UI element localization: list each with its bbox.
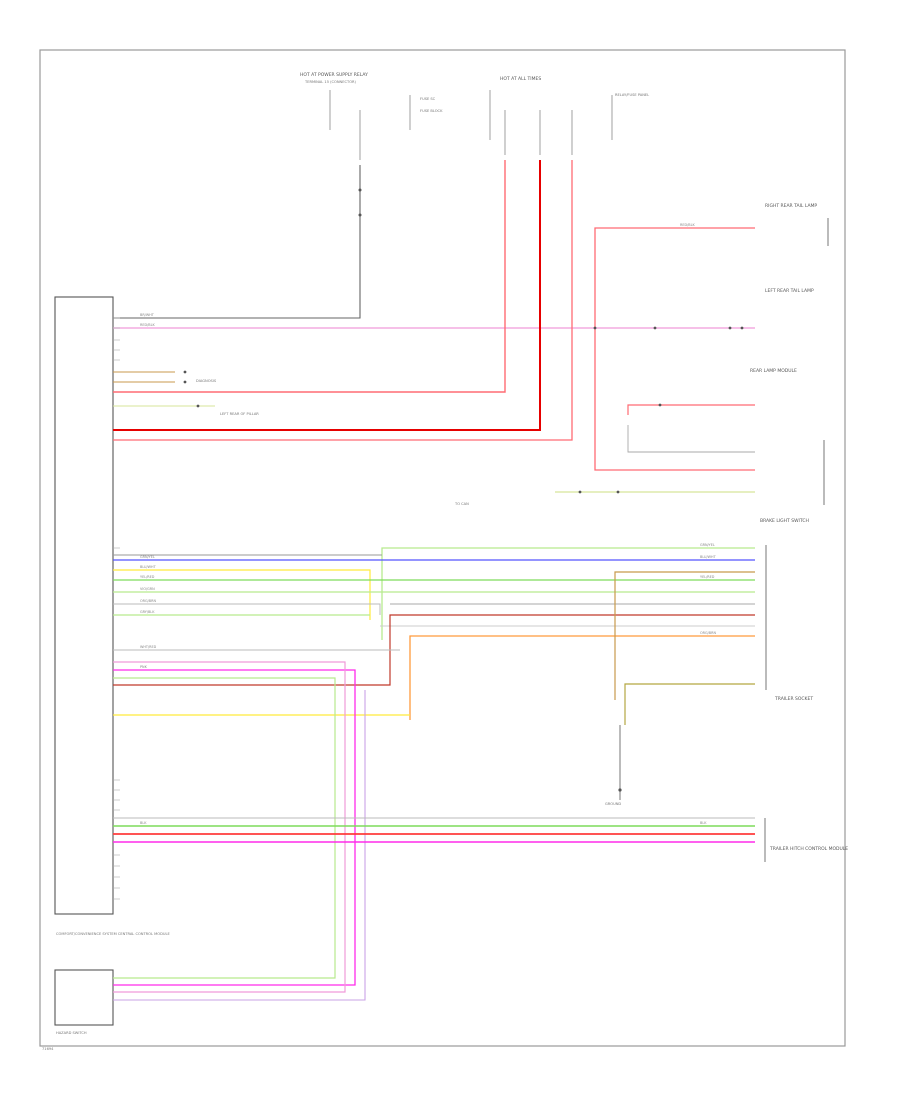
- wire-label-pk: PNK: [140, 665, 148, 669]
- wire-label-rd: RED/BLK: [140, 323, 155, 327]
- label-to-can: TO CAN: [454, 502, 469, 506]
- label-trailer-socket: TRAILER SOCKET: [774, 696, 813, 702]
- top-fuse-lines: [329, 90, 613, 160]
- label-rear-lamp-mod: REAR LAMP MODULE: [750, 368, 797, 374]
- module-pin-ticks: [113, 317, 120, 900]
- wire-lightgreen-top: [381, 547, 755, 640]
- label-trailer-control: TRAILER HITCH CONTROL MODULE: [769, 846, 848, 852]
- wire-orange: [409, 635, 755, 720]
- wire-brown-trailer: [614, 571, 755, 700]
- wire-label-gn: GRN/YEL: [140, 555, 155, 559]
- control-module-box: [54, 296, 114, 915]
- wire-yellow-bundle: [113, 569, 371, 620]
- wire-label-bu-r: BLU/WHT: [700, 555, 717, 559]
- label-hot-supply: HOT AT POWER SUPPLY RELAY: [300, 72, 368, 78]
- wire-label-bu: BLU/WHT: [140, 565, 157, 569]
- hazard-switch-box: [54, 969, 114, 1026]
- label-ground: GROUND: [605, 802, 621, 806]
- wire-magenta: [113, 669, 356, 986]
- label-hazard-switch: HAZARD SWITCH: [56, 1031, 87, 1035]
- wire-label-gy: GRY/BLK: [140, 610, 155, 614]
- label-brake-light-sw: BRAKE LIGHT SWITCH: [760, 518, 809, 524]
- diagram-frame: [39, 49, 846, 1047]
- wire-label-br: BR/WHT: [140, 313, 155, 317]
- label-hot-all-times: HOT AT ALL TIMES: [500, 76, 541, 82]
- wire-pink-2: [113, 661, 346, 993]
- wire-purple-lower: [113, 690, 366, 1001]
- wire-label-og: ORG/BRN: [140, 599, 156, 603]
- label-hot-supply-2: TERMINAL 15 (CONNECTOR): [304, 80, 357, 84]
- label-right-rear-tail: RIGHT REAR TAIL LAMP: [765, 203, 817, 209]
- top-labels: HOT AT POWER SUPPLY RELAY TERMINAL 15 (C…: [300, 72, 649, 113]
- label-ground-body: LEFT REAR OF PILLAR: [220, 412, 259, 416]
- label-comfort-ecu: COMFORT/CONVENIENCE SYSTEM CENTRAL CONTR…: [56, 932, 170, 936]
- wire-group: [113, 160, 755, 1001]
- label-fuse-block: FUSE BLOCK: [420, 109, 443, 113]
- right-connector-ticks: [764, 218, 829, 862]
- right-labels: RIGHT REAR TAIL LAMP LEFT REAR TAIL LAMP…: [750, 203, 848, 852]
- label-fuse-sc: FUSE SC: [420, 97, 436, 101]
- wire-olive: [624, 683, 755, 725]
- wire-label-bk-r: BLK: [700, 821, 707, 825]
- wire-red-2: [113, 160, 541, 431]
- wire-label-og-r: ORG/BRN: [700, 631, 716, 635]
- wire-gray-2: [113, 603, 381, 615]
- wire-label-wh: WHT/RED: [140, 645, 157, 649]
- wire-red-right: [594, 227, 755, 471]
- wire-code-labels: BR/WHT RED/BLK RED/BLK GRN/YEL BLU/WHT Y…: [140, 223, 717, 825]
- wire-label-vi: VIO/GRN: [140, 587, 155, 591]
- junction-dots: [183, 188, 744, 792]
- mid-labels: DIAGNOSIS LEFT REAR OF PILLAR TO CAN GRO…: [196, 379, 621, 806]
- wire-label-ye: YEL/RED: [140, 575, 155, 579]
- label-left-rear-tail: LEFT REAR TAIL LAMP: [765, 288, 814, 294]
- wire-label-gn-r: GRN/YEL: [700, 543, 715, 547]
- label-diagnosis: DIAGNOSIS: [196, 379, 217, 383]
- left-labels: COMFORT/CONVENIENCE SYSTEM CENTRAL CONTR…: [42, 932, 170, 1051]
- wire-red-1: [113, 160, 506, 393]
- wire-gray-supply: [113, 165, 361, 319]
- wire-green-lower: [113, 677, 336, 979]
- label-page-ref: 71694: [42, 1047, 54, 1051]
- wire-label-rd-2: RED/BLK: [680, 223, 695, 227]
- wire-label-bk: BLK: [140, 821, 147, 825]
- wire-label-ye-r: YEL/RED: [700, 575, 715, 579]
- wire-gray-right: [627, 425, 755, 453]
- wire-red-rear: [627, 404, 755, 415]
- wire-red-3: [113, 160, 573, 441]
- label-relay-fuse: RELAY/FUSE PANEL: [615, 93, 649, 97]
